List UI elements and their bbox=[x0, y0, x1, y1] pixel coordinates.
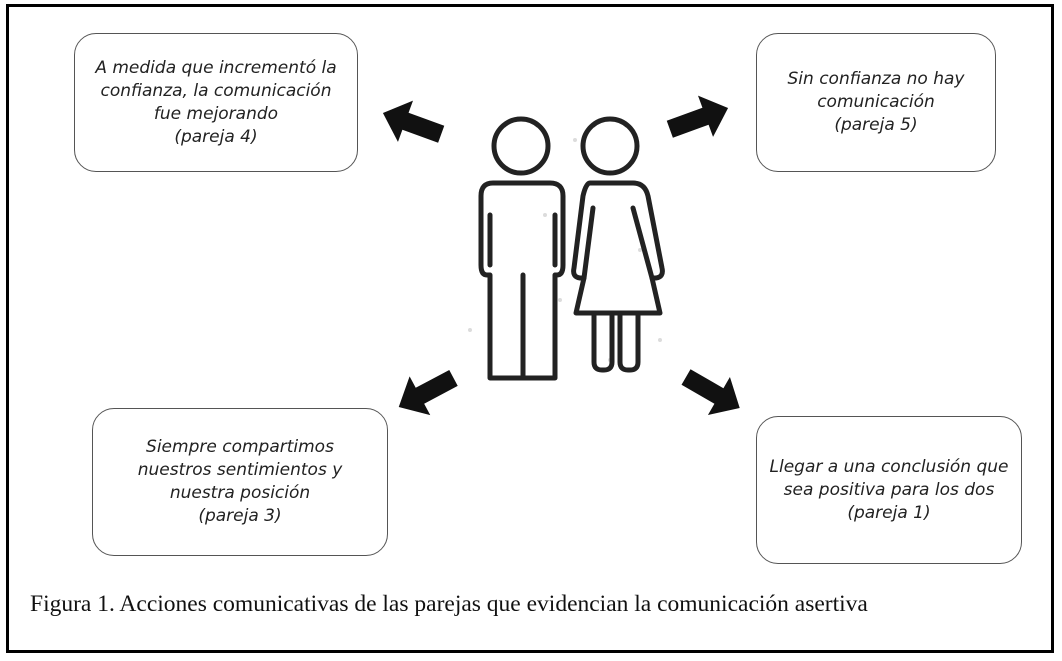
node-pareja-5: Sin confianza no hay comunicación (parej… bbox=[756, 33, 996, 172]
couple-icon bbox=[478, 116, 665, 381]
node-pareja-1: Llegar a una conclusión que sea positiva… bbox=[756, 416, 1022, 564]
figure-caption: Figura 1. Acciones comunicativas de las … bbox=[30, 591, 868, 617]
arrow-to-pareja-5 bbox=[666, 95, 729, 138]
node-pareja-3: Siempre compartimos nuestros sentimiento… bbox=[92, 408, 388, 556]
node-pareja-4-text: A medida que incrementó la confianza, la… bbox=[95, 57, 337, 147]
arrow-to-pareja-1 bbox=[681, 369, 740, 416]
man-figure-icon bbox=[478, 116, 566, 381]
node-pareja-5-text: Sin confianza no hay comunicación (parej… bbox=[787, 69, 965, 135]
node-pareja-4: A medida que incrementó la confianza, la… bbox=[74, 33, 358, 172]
node-pareja-1-text: Llegar a una conclusión que sea positiva… bbox=[769, 456, 1009, 523]
node-pareja-3-text: Siempre compartimos nuestros sentimiento… bbox=[137, 437, 343, 526]
arrow-to-pareja-4 bbox=[382, 100, 445, 143]
woman-figure-icon bbox=[571, 116, 665, 373]
arrow-to-pareja-3 bbox=[398, 369, 458, 416]
